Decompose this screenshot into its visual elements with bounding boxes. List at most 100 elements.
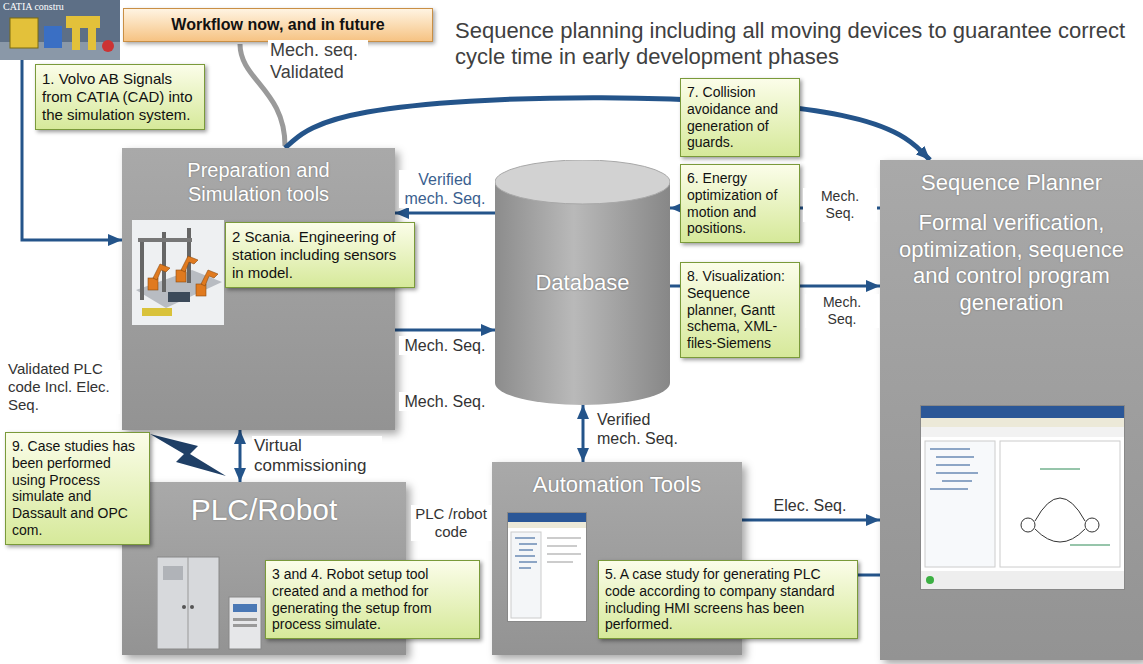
illustration-part — [233, 618, 257, 621]
callout-text: 1. Volvo AB Signals from CATIA (CAD) int… — [42, 70, 198, 124]
edge-label: Verified mech. Seq. — [595, 410, 695, 448]
cabinet-illustration — [157, 552, 267, 652]
illustration-part — [1040, 469, 1110, 545]
illustration-part — [508, 513, 587, 622]
illustration-part — [168, 292, 190, 302]
callout-box: 7. Collision avoidance and generation of… — [680, 78, 800, 157]
illustration-part — [140, 240, 144, 300]
illustration-part — [188, 557, 189, 649]
illustration-part — [511, 532, 541, 618]
illustration-part — [930, 488, 968, 490]
illustration-part — [142, 308, 172, 316]
tool-box: Preparation and Simulation tools — [122, 148, 395, 430]
edge-label: Virtual commissioning — [252, 436, 382, 477]
flow-arrow — [239, 430, 242, 482]
edge-label: Mech. Seq. — [399, 336, 491, 355]
illustration-part — [547, 562, 573, 563]
illustration-part — [229, 597, 261, 649]
illustration-part — [72, 28, 80, 50]
illustration-part — [44, 26, 62, 48]
illustration-part — [1035, 529, 1085, 542]
illustration-part — [547, 538, 581, 562]
box-heading: Automation Tools — [502, 472, 732, 498]
screenshot-illustration — [920, 405, 1125, 590]
screenshot-illustration — [507, 512, 587, 622]
flow-note: Mech. Seq. — [399, 392, 491, 411]
illustration-part — [921, 418, 1124, 427]
illustration-part — [547, 538, 581, 539]
banner-text: Workflow now, and in future — [171, 16, 384, 34]
illustration-part — [942, 480, 972, 482]
database-cylinder: Database — [495, 160, 670, 405]
illustration-part — [936, 472, 978, 474]
illustration-part — [136, 270, 222, 308]
callout-text: 5. A case study for generating PLC code … — [605, 566, 851, 633]
box-body: Formal verification, optimization, seque… — [892, 210, 1132, 316]
illustration-part — [163, 566, 183, 580]
illustration-part — [921, 406, 1125, 590]
illustration-part — [132, 220, 224, 325]
illustration-part — [138, 238, 192, 242]
callout-text: 3 and 4. Robot setup tool created and a … — [272, 566, 473, 633]
illustration-part — [190, 605, 194, 609]
illustration-part — [925, 441, 995, 567]
callout-box: 9. Case studies has been performed using… — [5, 432, 150, 545]
illustration-part — [148, 256, 218, 296]
database-label: Database — [535, 270, 629, 296]
callout-box: 8. Visualization: Sequence planner, Gant… — [680, 262, 800, 358]
illustration-part — [508, 513, 586, 522]
lightning-bolt — [150, 434, 226, 476]
callout-box: 2 Scania. Engineering of station includi… — [225, 222, 415, 288]
illustration-part — [88, 28, 96, 50]
callout-text: 9. Case studies has been performed using… — [12, 438, 143, 539]
callout-box: 5. A case study for generating PLC code … — [598, 560, 858, 639]
workflow-banner: Workflow now, and in future — [123, 8, 433, 42]
callout-text: 8. Visualization: Sequence planner, Gant… — [687, 268, 793, 352]
callout-box: 6. Energy optimization of motion and pos… — [680, 164, 800, 243]
flow-note: PLC /robot code — [411, 505, 491, 541]
illustration-part — [547, 546, 577, 547]
illustration-part — [921, 571, 1124, 589]
box-heading: PLC/Robot — [132, 492, 396, 528]
edge-label: Elec. Seq. — [770, 496, 850, 515]
illustration-part — [182, 605, 186, 609]
illustration-part — [547, 554, 581, 555]
illustration-part — [187, 228, 191, 283]
illustration-part — [515, 537, 535, 539]
illustration-part — [233, 624, 257, 627]
illustration-part — [10, 18, 38, 48]
callout-text: 6. Energy optimization of motion and pos… — [687, 170, 793, 237]
illustration-part — [926, 576, 934, 584]
illustration-part — [1070, 545, 1110, 546]
illustration-part — [921, 427, 1124, 437]
illustration-part — [930, 448, 970, 450]
flow-note: Mech. seq. Validated — [268, 40, 368, 83]
callout-box: 3 and 4. Robot setup tool created and a … — [265, 560, 480, 639]
flow-arrow — [395, 212, 495, 215]
cylinder-top — [495, 160, 670, 204]
flow-arrow — [582, 405, 585, 462]
callout-box: 1. Volvo AB Signals from CATIA (CAD) int… — [35, 64, 205, 130]
illustration-part — [201, 270, 218, 286]
station-illustration — [132, 220, 224, 325]
box-heading: Preparation and Simulation tools — [169, 158, 349, 206]
callout-text: 2 Scania. Engineering of station includi… — [232, 228, 408, 282]
illustration-part — [1035, 498, 1085, 521]
box-heading: Sequence Planner — [890, 170, 1133, 196]
illustration-part — [181, 256, 198, 272]
illustration-part — [1040, 469, 1080, 470]
illustration-part — [102, 40, 114, 52]
illustration-part — [66, 16, 100, 28]
illustration-part — [921, 406, 1124, 418]
illustration-part — [157, 557, 219, 649]
edge-label: Mech. Seq. — [803, 188, 877, 222]
illustration-part — [930, 449, 978, 489]
flow-note: Validated PLC code Incl. Elec. Seq. — [6, 360, 120, 414]
diagram-title: Sequence planning including all moving d… — [455, 18, 1140, 71]
tool-box: Sequence PlannerFormal verification, opt… — [880, 160, 1143, 660]
image-caption: CATIA constru — [0, 0, 120, 13]
flow-arrow — [742, 519, 880, 522]
flow-arrow — [395, 329, 495, 332]
illustration-part — [1021, 518, 1035, 532]
edge-label: Verified mech. Seq. — [399, 170, 491, 208]
